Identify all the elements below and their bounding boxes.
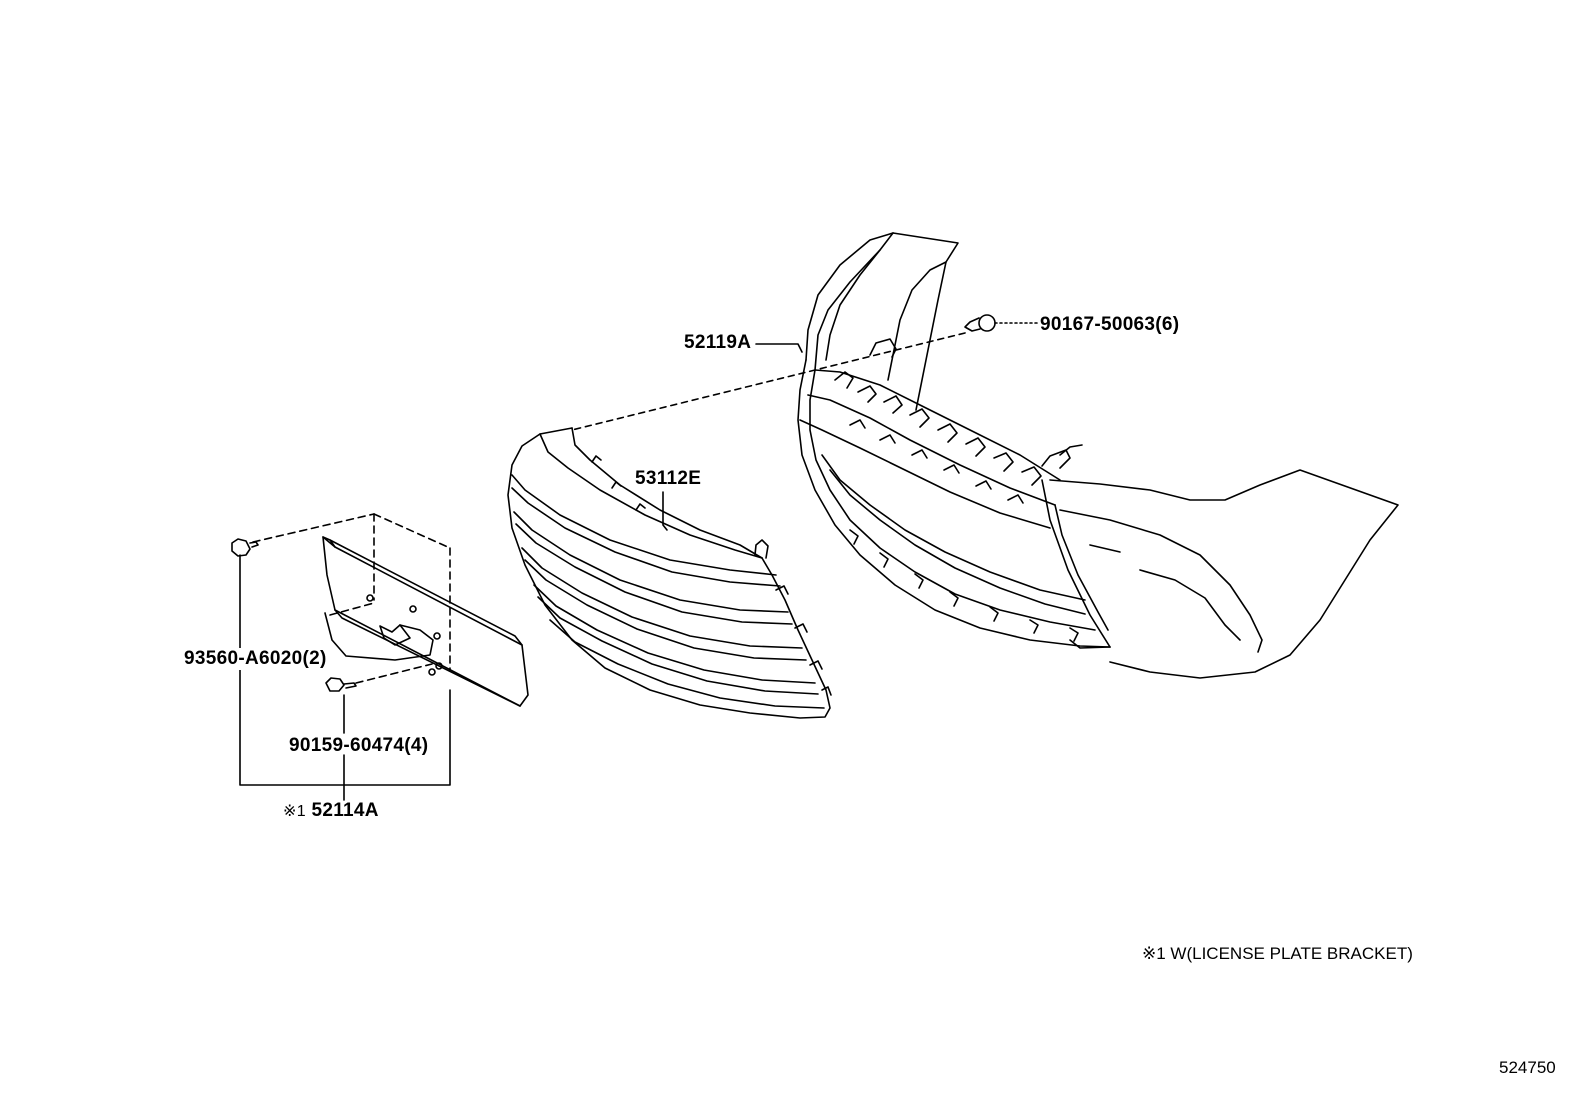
part-number-rivet: 93560-A6020(2)	[184, 648, 327, 670]
bumper-cover-drawing	[798, 233, 1398, 678]
part-number-clip: 90167-50063(6)	[1040, 314, 1180, 335]
part-number-grille: 53112E	[635, 468, 702, 489]
grille-leader	[663, 492, 667, 530]
license-plate-bracket-drawing	[232, 514, 528, 800]
part-number-screw: 90159-60474(4)	[289, 735, 429, 756]
part-number-plate-bracket-group: ※1 52114A	[283, 800, 379, 822]
figure-number: 524750	[1499, 1058, 1556, 1077]
clip-fastener-drawing	[572, 315, 1040, 430]
part-number-plate-bracket: 52114A	[311, 800, 379, 821]
part-number-bumper-cover: 52119A	[684, 332, 752, 353]
bumper-cover-leader	[756, 344, 802, 352]
grille-drawing	[508, 428, 831, 718]
footnote: ※1 W(LICENSE PLATE BRACKET)	[1142, 944, 1413, 963]
plate-bracket-marker: ※1	[283, 803, 306, 820]
